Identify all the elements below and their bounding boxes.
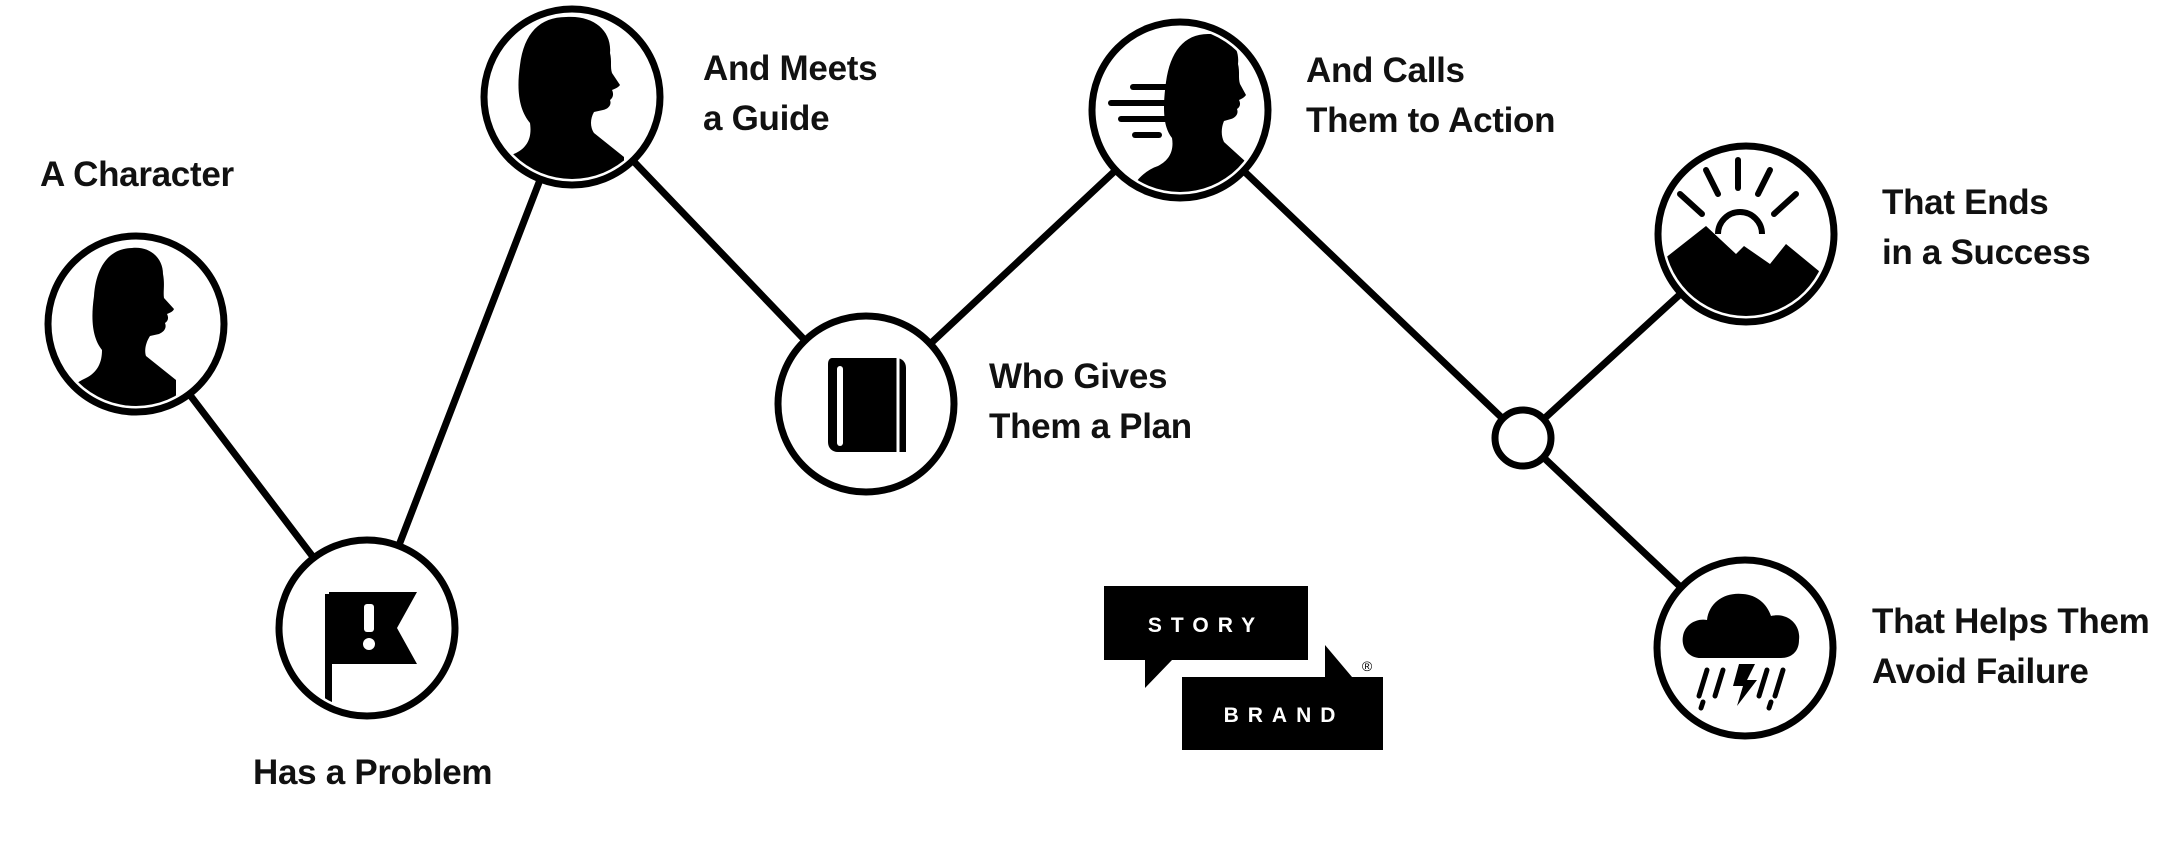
logo-story-bubble	[1104, 586, 1308, 688]
node-character	[44, 232, 228, 416]
logo-brand-text: BRAND	[1224, 704, 1345, 727]
label-and-calls-them-to-action: And Calls Them to Action	[1306, 46, 1556, 146]
label-and-meets-a-guide: And Meets a Guide	[703, 44, 878, 144]
label-that-ends-in-a-success: That Ends in a Success	[1882, 178, 2091, 278]
plan-book-icon	[828, 358, 906, 452]
call-to-action-head-icon	[1108, 33, 1246, 192]
label-line: That Helps Them	[1872, 602, 2150, 641]
connector-problem-guide	[363, 93, 576, 632]
node-call-to-action	[1088, 18, 1272, 202]
label-a-character: A Character	[40, 150, 234, 200]
node-failure	[1653, 556, 1837, 740]
label-line: Has a Problem	[253, 753, 493, 792]
label-line: Them to Action	[1306, 101, 1556, 140]
label-line: A Character	[40, 155, 234, 194]
node-success	[1654, 142, 1838, 326]
label-line: Them a Plan	[989, 407, 1192, 446]
label-who-gives-them-a-plan: Who Gives Them a Plan	[989, 352, 1192, 452]
node-guide	[480, 5, 664, 189]
label-line: Avoid Failure	[1872, 652, 2089, 691]
label-line: Who Gives	[989, 357, 1168, 396]
node-problem	[275, 536, 459, 720]
label-line: in a Success	[1882, 233, 2091, 272]
label-line: And Meets	[703, 49, 878, 88]
label-line: a Guide	[703, 99, 830, 138]
label-that-helps-them-avoid-failure: That Helps Them Avoid Failure	[1872, 597, 2150, 697]
node-plan	[774, 312, 958, 496]
logo-registered-mark: ®	[1362, 658, 1373, 674]
label-has-a-problem: Has a Problem	[253, 748, 493, 798]
logo-story-text: STORY	[1148, 614, 1264, 637]
label-line: That Ends	[1882, 183, 2049, 222]
storybrand-logo: STORY BRAND ®	[1104, 586, 1383, 750]
logo-brand-bubble	[1182, 645, 1383, 750]
problem-flag-icon	[325, 592, 417, 710]
label-line: And Calls	[1306, 51, 1465, 90]
junction-node	[1491, 406, 1555, 470]
failure-storm-icon	[1682, 593, 1800, 711]
